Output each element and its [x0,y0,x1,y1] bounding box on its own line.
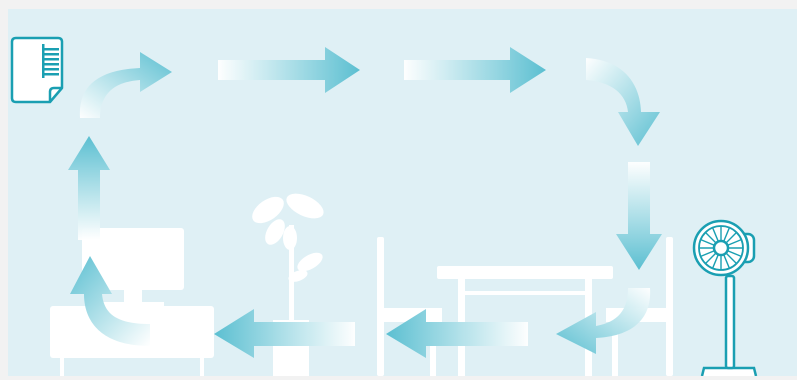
document-icon [12,38,62,102]
